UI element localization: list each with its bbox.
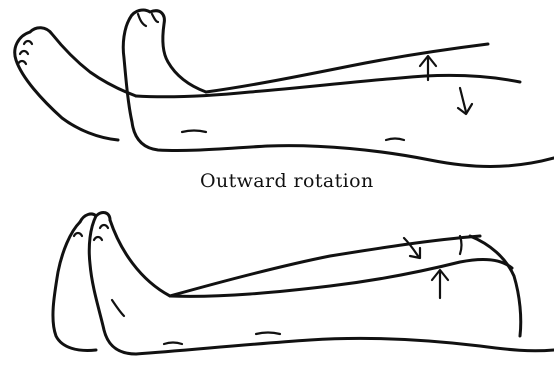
bottom-legs-drawing xyxy=(53,213,554,354)
caption-outward-rotation: Outward rotation xyxy=(200,170,390,192)
top-legs-drawing xyxy=(15,10,554,167)
